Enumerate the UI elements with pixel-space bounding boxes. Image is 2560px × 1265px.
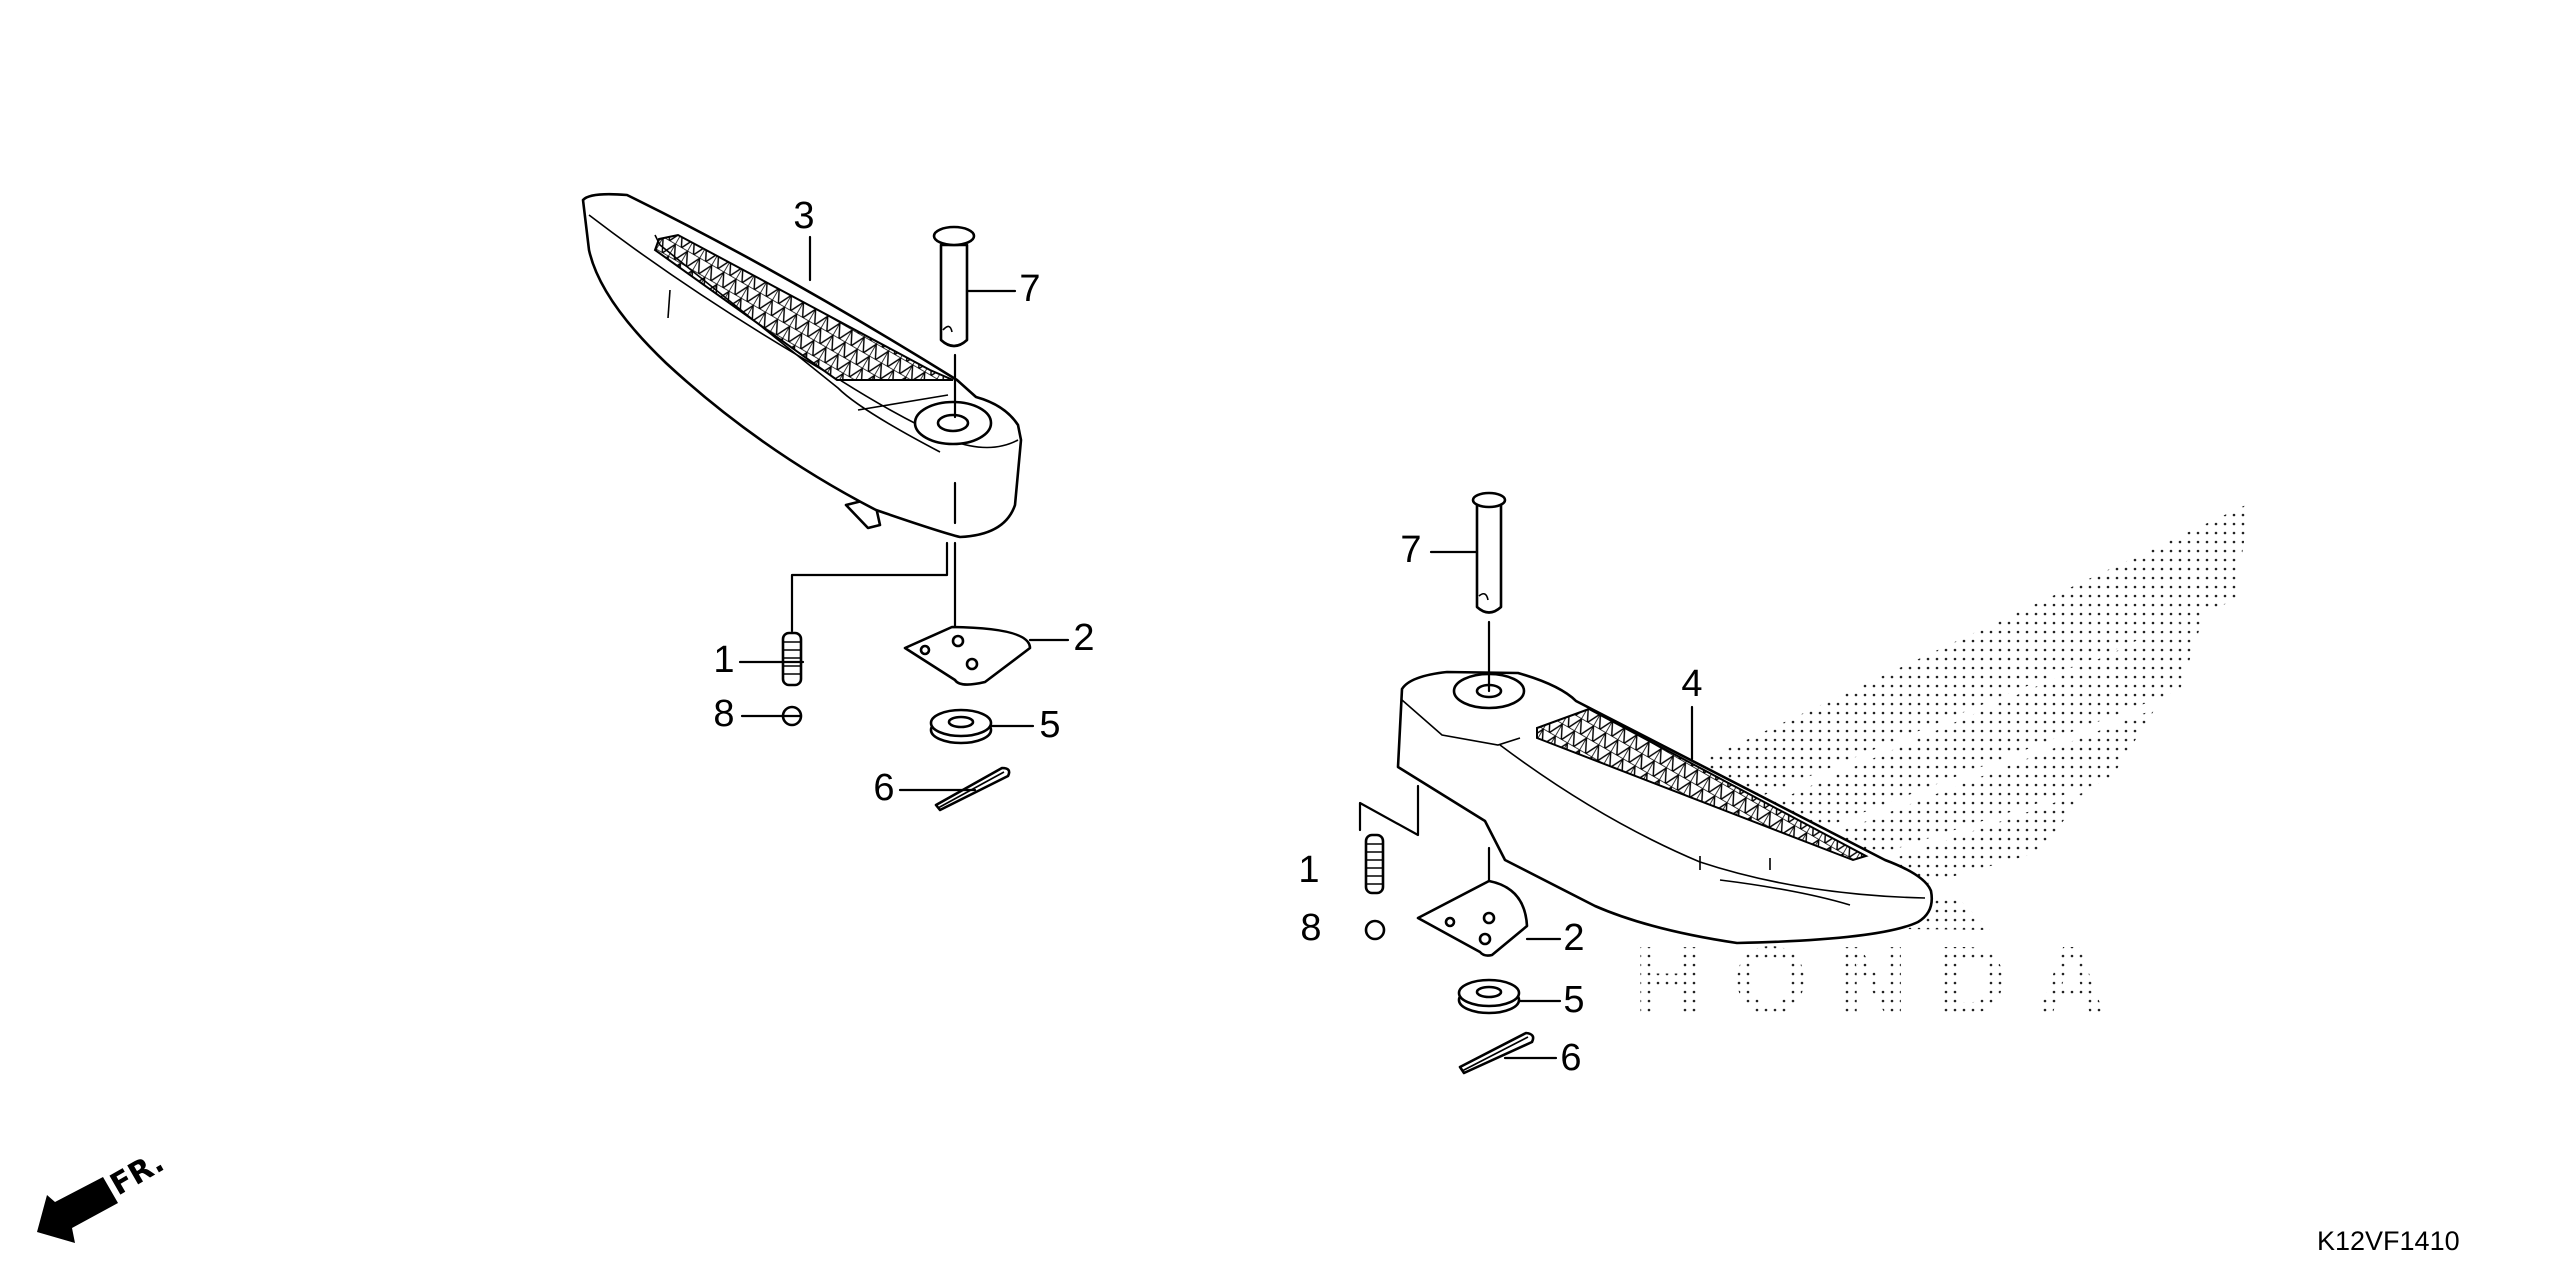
right-spring-leader [1358, 784, 1420, 837]
label-left-washer: 5 [1039, 704, 1060, 746]
logo-wordmark: HONDA [1634, 927, 2136, 1034]
left-spring-leader [790, 541, 949, 633]
label-right-washer: 5 [1563, 979, 1584, 1021]
label-left-ball: 8 [713, 693, 734, 735]
front-arrow-icon [37, 1177, 118, 1243]
left-washer [929, 708, 993, 745]
left-footpeg [581, 192, 1023, 539]
label-left-spring: 1 [713, 639, 734, 681]
right-ball [1364, 919, 1386, 941]
label-left-pin: 7 [1019, 268, 1040, 310]
right-leader-lines [1429, 550, 1694, 1060]
diagram-code: K12VF1410 [2317, 1226, 2460, 1256]
honda-logo-watermark: HONDA [1634, 503, 2250, 1034]
label-left-footpeg: 3 [793, 195, 814, 237]
label-left-cotter-pin: 6 [873, 767, 894, 809]
right-footpeg [1396, 670, 1933, 945]
left-pin [932, 225, 976, 348]
label-left-plate: 2 [1073, 617, 1094, 659]
label-right-plate: 2 [1563, 917, 1584, 959]
label-right-footpeg: 4 [1681, 663, 1702, 705]
right-spring [1364, 833, 1385, 895]
front-direction-indicator: FR. [37, 1145, 170, 1243]
right-washer [1457, 978, 1521, 1015]
right-pin [1471, 491, 1507, 614]
right-cotter-pin [1458, 1031, 1535, 1075]
left-spring [781, 631, 803, 687]
label-right-cotter-pin: 6 [1560, 1037, 1581, 1079]
label-right-pin: 7 [1400, 529, 1421, 571]
left-plate [903, 625, 1032, 686]
left-leader-lines [738, 235, 1070, 792]
front-label: FR. [105, 1145, 171, 1203]
label-right-ball: 8 [1300, 907, 1321, 949]
right-assembly: 7 4 1 8 2 5 6 [1298, 491, 1933, 1079]
label-right-spring: 1 [1298, 849, 1319, 891]
left-assembly: 3 7 1 8 2 5 6 [581, 192, 1095, 812]
right-plate [1416, 879, 1529, 957]
